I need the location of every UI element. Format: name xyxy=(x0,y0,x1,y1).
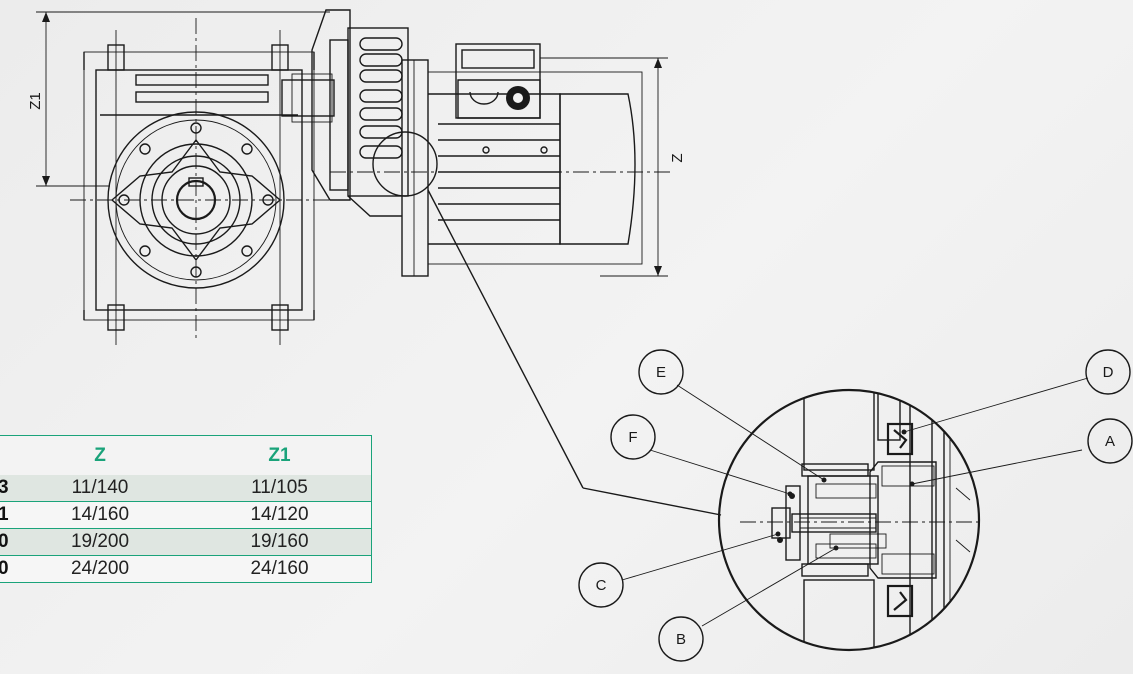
cell-size: 3 xyxy=(0,475,12,502)
motor-view xyxy=(311,9,722,516)
table-row: 1 14/160 14/120 xyxy=(0,501,372,529)
table-header-row: Z Z1 xyxy=(0,435,372,475)
dimension-table: Z Z1 3 11/140 11/105 1 14/160 14/120 0 1… xyxy=(0,435,372,583)
callout-f-label: F xyxy=(628,429,637,446)
cell-z1: 19/160 xyxy=(188,528,372,556)
callout-b: B xyxy=(658,616,704,662)
z1-label: Z1 xyxy=(27,92,44,110)
callout-f: F xyxy=(610,414,656,460)
callout-d-label: D xyxy=(1103,364,1114,381)
cell-z1: 11/105 xyxy=(188,475,372,502)
table-row: 0 19/200 19/160 xyxy=(0,528,372,556)
cell-z: 24/200 xyxy=(12,555,188,583)
cell-z: 14/160 xyxy=(12,501,188,529)
cell-size: 0 xyxy=(0,528,12,556)
z-label: Z xyxy=(669,153,686,162)
cell-size: 0 xyxy=(0,555,12,583)
cell-z: 11/140 xyxy=(12,475,188,502)
callout-a: A xyxy=(1087,418,1133,464)
dimension-z1: Z1 xyxy=(27,11,330,187)
cell-z: 19/200 xyxy=(12,528,188,556)
cell-size: 1 xyxy=(0,501,12,529)
callout-c: C xyxy=(578,562,624,608)
gearbox-view xyxy=(70,18,335,345)
table-row: 0 24/200 24/160 xyxy=(0,555,372,583)
header-z1: Z1 xyxy=(188,435,372,475)
header-z: Z xyxy=(12,435,188,475)
detail-view xyxy=(621,377,1089,652)
callout-d: D xyxy=(1085,349,1131,395)
cell-z1: 14/120 xyxy=(188,501,372,529)
cell-z1: 24/160 xyxy=(188,555,372,583)
callout-e-label: E xyxy=(656,364,666,381)
dimension-z: Z xyxy=(540,57,686,277)
table-row: 3 11/140 11/105 xyxy=(0,475,372,502)
header-size xyxy=(0,435,12,475)
callout-a-label: A xyxy=(1105,433,1115,450)
callout-c-label: C xyxy=(596,577,607,594)
callout-b-label: B xyxy=(676,631,686,648)
callout-e: E xyxy=(638,349,684,395)
